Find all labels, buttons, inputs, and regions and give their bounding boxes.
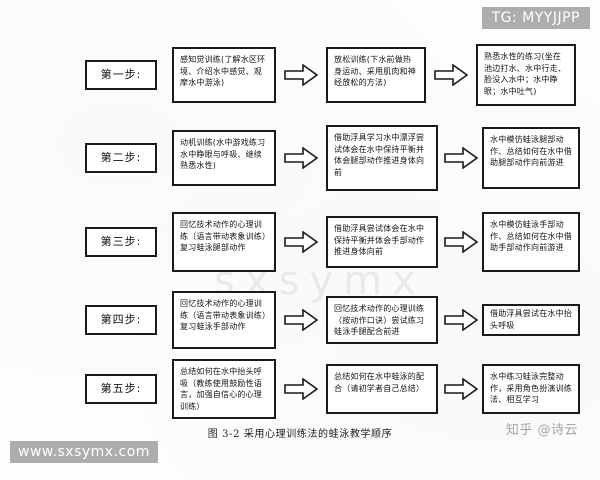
right-block-arrow-icon <box>284 231 318 253</box>
flow-row: 第一步: 感知觉训练(了解水区环境、介绍水中感觉、观摩水中游泳) 放松训练(下水… <box>0 44 600 106</box>
process-box-3-1: 回忆技术动作的心理训练（语言带动表象训练）复习蛙泳腿部动作 <box>172 212 276 272</box>
step-label-4: 第四步: <box>85 305 157 335</box>
process-box-1-3: 熟悉水性的练习(坐在池边打水、水中行走、脸没入水中；水中睁眼；水中吐气) <box>476 44 576 106</box>
process-box-4-1: 回忆技术动作的心理训练（语言带动表象训练）复习蛙泳手部动作 <box>172 291 276 349</box>
right-block-arrow-icon <box>284 64 318 86</box>
site-url-watermark-badge: www.sxsymx.com <box>10 441 158 463</box>
process-box-3-3: 水中模仿蛙泳手部动作、总结如何在水中借助手部动作向前游进 <box>482 212 580 272</box>
process-box-5-2: 总结如何在水中蛙泳的配合（请初学者自己总结） <box>326 364 438 414</box>
process-box-5-3: 水中练习蛙泳完整动作，采用角色扮演训练法、相互学习 <box>482 364 580 414</box>
process-box-1-2: 放松训练(下水前做热身运动、采用肌肉和神经放松的方法) <box>326 47 426 103</box>
step-label-3: 第三步: <box>85 227 157 257</box>
right-block-arrow-icon <box>284 147 318 169</box>
flow-row: 第二步: 动机训练(水中游戏练习水中睁眼与呼吸、继续熟悉水性) 借助浮具学习水中… <box>0 125 600 191</box>
process-box-2-2: 借助浮具学习水中漂浮尝试体会在水中保持平衡并体会腿部动作推进身体向前 <box>326 125 438 191</box>
right-block-arrow-icon <box>444 309 478 331</box>
flow-row: 第四步: 回忆技术动作的心理训练（语言带动表象训练）复习蛙泳手部动作 回忆技术动… <box>0 289 600 351</box>
figure-caption: 图 3-2 采用心理训练法的蛙泳教学顺序 <box>207 429 393 440</box>
process-box-4-2: 回忆技术动作的心理训练（按动作口诀）尝试练习蛙泳手腿配合前进 <box>326 296 438 344</box>
right-block-arrow-icon <box>284 309 318 331</box>
right-block-arrow-icon <box>444 231 478 253</box>
process-box-4-3: 借助浮具尝试在水中抬头呼吸 <box>482 304 580 336</box>
zhihu-watermark: 知乎 @诗云 <box>505 423 578 438</box>
process-box-3-2: 借助浮具尝试体会在水中保持平衡并体会手部动作推进身体向前 <box>326 216 438 268</box>
process-box-2-1: 动机训练(水中游戏练习水中睁眼与呼吸、继续熟悉水性) <box>172 130 276 186</box>
step-label-1: 第一步: <box>85 60 157 90</box>
right-block-arrow-icon <box>284 378 318 400</box>
right-block-arrow-icon <box>444 378 478 400</box>
step-label-5: 第五步: <box>85 374 157 404</box>
process-box-1-1: 感知觉训练(了解水区环境、介绍水中感觉、观摩水中游泳) <box>172 47 276 103</box>
process-box-5-1: 总结如何在水中抬头呼吸（教练使用鼓励性语言，加强自信心的心理训练） <box>172 359 276 419</box>
process-box-2-3: 水中模仿蛙泳腿部动作、总结如何在水中借助腿部动作向前游进 <box>482 127 580 189</box>
telegram-watermark-badge: TG: MYYJJPP <box>481 7 590 29</box>
flow-row: 第三步: 回忆技术动作的心理训练（语言带动表象训练）复习蛙泳腿部动作 借助浮具尝… <box>0 208 600 276</box>
right-block-arrow-icon <box>434 64 468 86</box>
flow-row: 第五步: 总结如何在水中抬头呼吸（教练使用鼓励性语言，加强自信心的心理训练） 总… <box>0 356 600 422</box>
step-label-2: 第二步: <box>85 143 157 173</box>
right-block-arrow-icon <box>444 147 478 169</box>
